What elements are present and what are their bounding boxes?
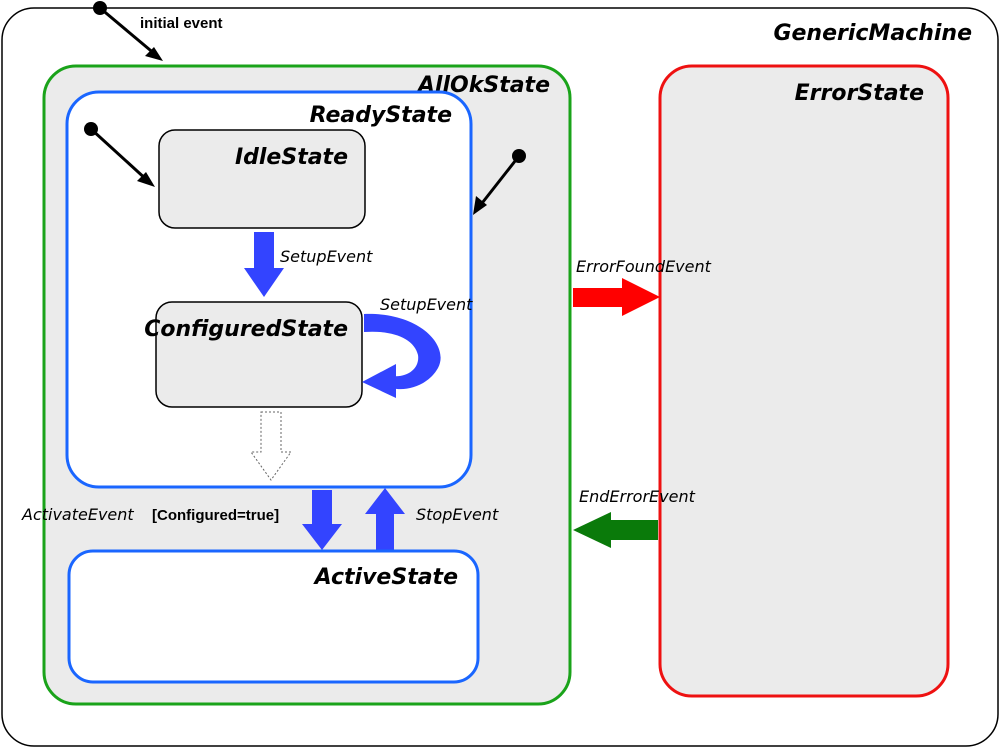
active-state-box bbox=[67, 549, 480, 684]
error-state-title: ErrorState bbox=[795, 81, 924, 106]
initial-pseudostate-top bbox=[93, 1, 163, 61]
configured-state-box bbox=[155, 301, 363, 408]
ready-state-title: ReadyState bbox=[310, 103, 452, 128]
error-found-event-arrow bbox=[573, 278, 660, 316]
idle-state-box bbox=[158, 129, 366, 229]
activate-guard-label: [Configured=true] bbox=[152, 507, 279, 524]
activate-event-arrow bbox=[302, 490, 342, 550]
stop-event-arrow bbox=[365, 488, 405, 552]
idle-state-title: IdleState bbox=[235, 145, 348, 170]
stop-event-label: StopEvent bbox=[416, 505, 499, 524]
initial-pseudostate-ready bbox=[473, 149, 526, 215]
active-state-title: ActiveState bbox=[313, 565, 458, 590]
end-error-event-label: EndErrorEvent bbox=[579, 487, 696, 506]
setup-event-label: SetupEvent bbox=[280, 247, 373, 266]
initial-pseudostate-idle bbox=[84, 122, 155, 187]
initial-event-label: initial event bbox=[140, 15, 223, 32]
completion-arrow bbox=[250, 411, 292, 481]
generic-machine-title: GenericMachine bbox=[773, 21, 972, 46]
configured-state-title: ConfiguredState bbox=[144, 317, 348, 342]
error-state-box bbox=[658, 64, 950, 698]
setup-event-arrow bbox=[244, 232, 284, 297]
end-error-event-arrow bbox=[573, 512, 658, 548]
error-found-event-label: ErrorFoundEvent bbox=[576, 257, 712, 276]
setup-self-event-label: SetupEvent bbox=[380, 295, 473, 314]
activate-event-label: ActivateEvent bbox=[21, 505, 134, 524]
setup-event-self-loop bbox=[362, 313, 441, 398]
